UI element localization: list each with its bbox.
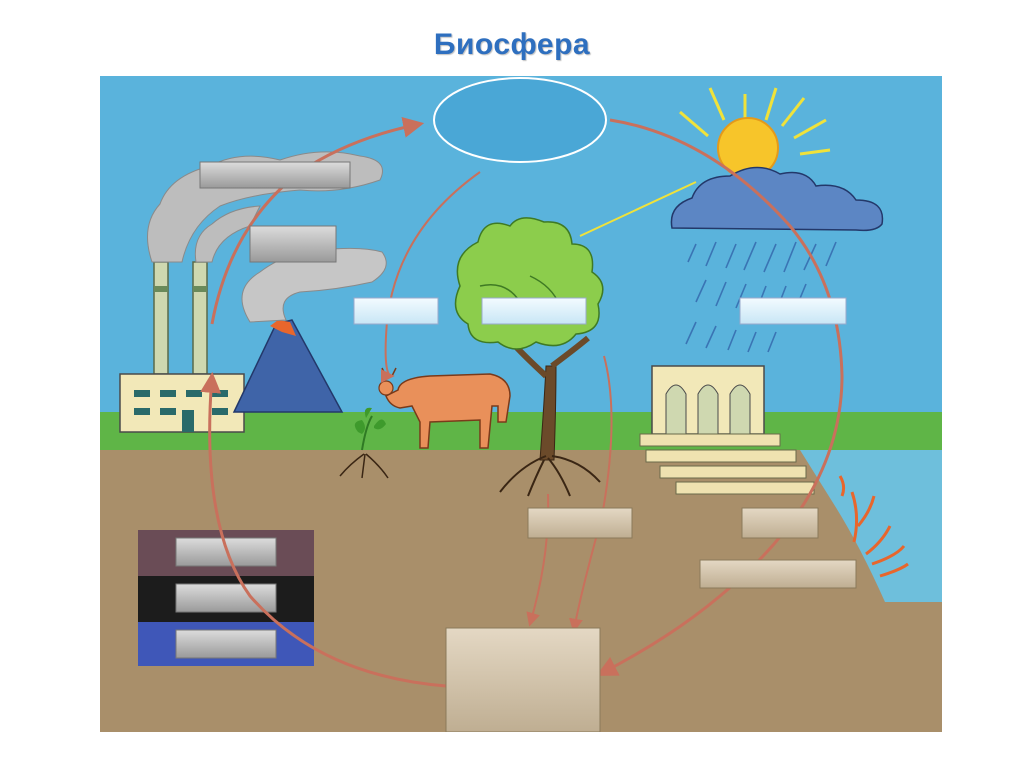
label-box[interactable]: [700, 560, 856, 588]
label-box[interactable]: [482, 298, 586, 324]
label-box[interactable]: [528, 508, 632, 538]
label-box[interactable]: [742, 508, 818, 538]
page-title: Биосфера: [0, 28, 1024, 62]
label-box[interactable]: [176, 630, 276, 658]
label-box[interactable]: [250, 226, 336, 262]
biosphere-diagram: [100, 76, 942, 732]
label-box[interactable]: [446, 628, 600, 732]
label-box[interactable]: [200, 162, 350, 188]
label-box[interactable]: [354, 298, 438, 324]
label-box[interactable]: [740, 298, 846, 324]
atmosphere-ellipse[interactable]: [434, 78, 606, 162]
